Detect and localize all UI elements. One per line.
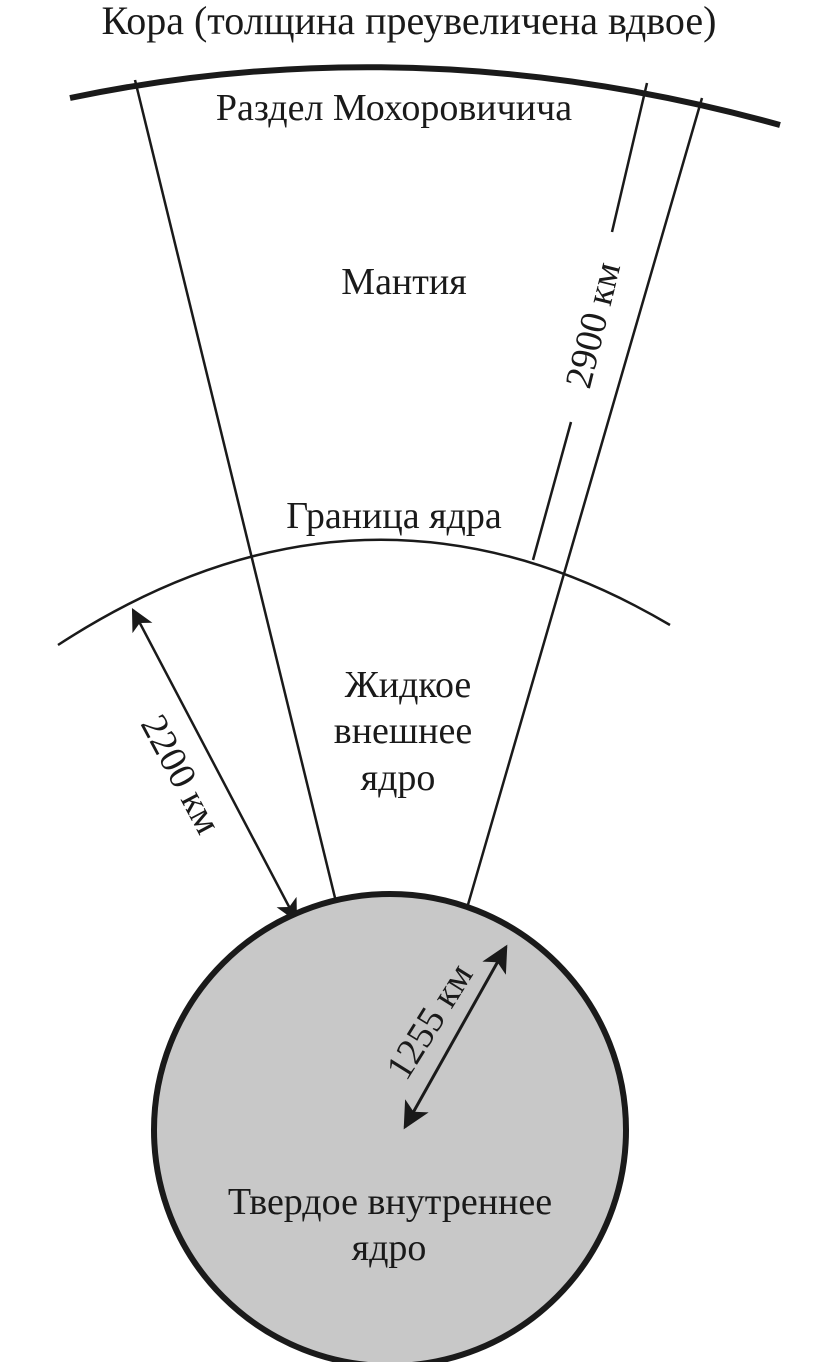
mantle-thickness-label: 2900 км [557,258,629,392]
outer-core-label-line1: Жидкое [345,664,472,706]
mantle-dimension-line-upper [610,82,649,233]
moho-label: Раздел Мохоровичича [216,87,572,129]
core-boundary-arc [57,538,671,647]
wedge-right-line [463,97,704,916]
core-boundary-label: Граница ядра [286,495,502,537]
outer-core-label-line3: ядро [361,757,436,799]
outer-core-thickness-label: 2200 км [132,708,229,841]
wedge-left-line [133,79,339,907]
crust-arc [69,64,781,128]
mantle-dimension-line-lower [531,421,573,561]
inner-core-label-line2: ядро [352,1227,427,1269]
mantle-label: Мантия [341,261,466,303]
outer-core-dimension-arrow [131,608,298,922]
inner-core-radius-arrow [403,944,508,1130]
diagram-title: Кора (толщина преувеличена вдвое) [102,0,717,43]
inner-core-circle [151,891,629,1362]
inner-core-label-line1: Твердое внутреннее [228,1181,552,1223]
outer-core-label-line2: внешнее [334,710,472,752]
